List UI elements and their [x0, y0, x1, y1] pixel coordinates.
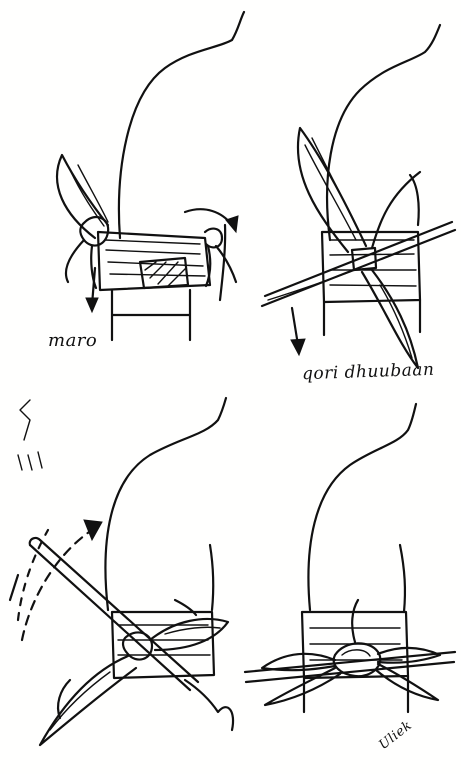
panel-2-qori-dhuubaan — [262, 25, 455, 368]
label-maro: maro — [48, 330, 97, 351]
panel-3-twisting-stick — [10, 398, 233, 745]
panel-4-final-knot — [245, 404, 455, 712]
panel-1-maro-cloth — [57, 12, 244, 340]
